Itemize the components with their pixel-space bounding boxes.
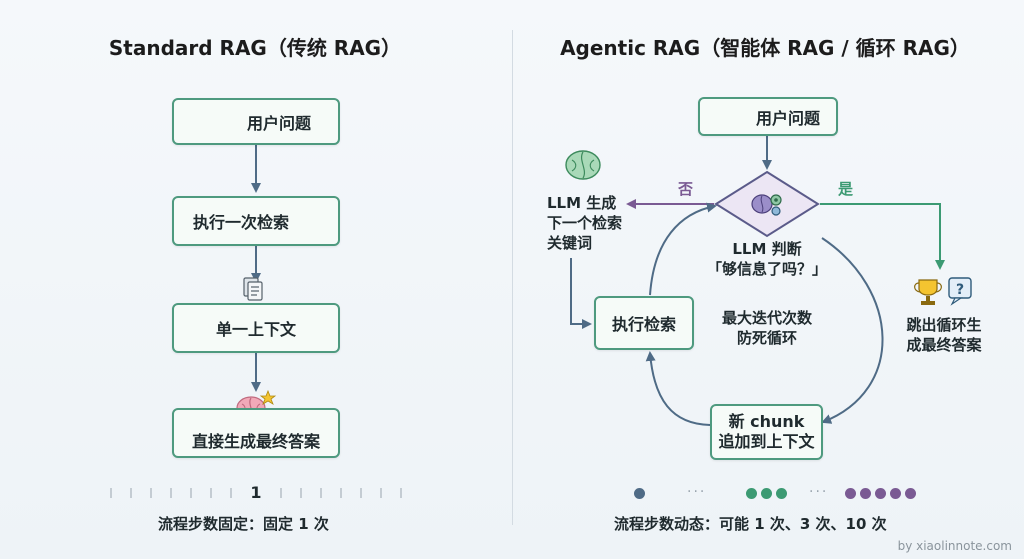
step-dot-2 [746, 488, 757, 499]
step-dot-9 [905, 488, 916, 499]
ellipsis-2: ··· [809, 484, 829, 500]
exit-line-2: 成最终答案 [906, 336, 982, 354]
step-dot-8 [890, 488, 901, 499]
step-dot-4 [776, 488, 787, 499]
left-user-question-label: 用户问题 [246, 113, 311, 133]
max-iterations-note: 最大迭代次数 防死循环 [707, 308, 827, 348]
step-dot-5 [845, 488, 856, 499]
step-dot-3 [761, 488, 772, 499]
brain-gear-icon [751, 194, 782, 216]
left-step-scale [110, 488, 402, 498]
chunk-line-1: 新 chunk [728, 412, 805, 431]
step-dot-7 [875, 488, 886, 499]
gen-line-1: LLM 生成 [547, 194, 617, 212]
left-step-count: 1 [250, 483, 262, 502]
loop-arc-judge-to-chunk [821, 237, 884, 424]
left-final-answer-box: 直接生成最终答案 [172, 408, 340, 458]
right-user-question-label: 用户问题 [755, 108, 820, 128]
watermark: by xiaolinnote.com [897, 539, 1012, 553]
left-retrieve-once-label: 执行一次检索 [192, 213, 289, 232]
chunk-line-2: 追加到上下文 [718, 432, 815, 451]
loop-arc-retrieve-to-judge [649, 202, 717, 296]
yes-arrow [820, 203, 945, 270]
loop-arc-chunk-to-retrieve [645, 351, 711, 426]
left-single-context-label: 单一上下文 [215, 320, 296, 339]
step-dot-6 [860, 488, 871, 499]
left-footer: 流程步数固定：固定 1 次 [158, 515, 329, 533]
left-single-context-box: 单一上下文 [172, 303, 340, 353]
right-footer: 流程步数动态：可能 1 次、3 次、10 次 [614, 515, 887, 533]
ellipsis-1: ··· [687, 484, 707, 500]
left-retrieve-once-box: 执行一次检索 [172, 196, 340, 246]
document-icon [243, 277, 263, 301]
svg-text:?: ? [956, 282, 964, 298]
step-dot-1 [634, 488, 645, 499]
judge-line-2: 「够信息了吗？」 [706, 260, 827, 278]
gen-to-retrieve-arrow [570, 258, 592, 329]
exit-loop-label: 跳出循环生 成最终答案 [892, 315, 996, 355]
max-line-2: 防死循环 [736, 329, 797, 347]
left-title: Standard RAG（传统 RAG） [108, 36, 402, 60]
exit-line-1: 跳出循环生 [906, 316, 982, 334]
gen-keywords-label: LLM 生成 下一个检索 关键词 [520, 193, 640, 253]
yes-label: 是 [838, 180, 854, 198]
left-user-question-box: 用户问题 [172, 98, 340, 145]
left-final-answer-label: 直接生成最终答案 [191, 432, 320, 451]
no-label: 否 [678, 180, 694, 198]
new-chunk-box: 新 chunk 追加到上下文 [710, 404, 823, 460]
gen-line-2: 下一个检索 [547, 214, 623, 232]
trophy-icon [914, 279, 942, 305]
judge-line-1: LLM 判断 [732, 240, 802, 258]
panel-divider [512, 30, 513, 525]
question-bubble-icon: ? [948, 277, 972, 306]
right-user-question-box: 用户问题 [698, 97, 838, 136]
retrieve-label: 执行检索 [611, 315, 676, 334]
judge-label: LLM 判断 「够信息了吗？」 [697, 239, 837, 279]
max-line-1: 最大迭代次数 [721, 309, 812, 327]
brain-icon-green [565, 150, 601, 180]
retrieve-box: 执行检索 [594, 296, 694, 350]
right-title: Agentic RAG（智能体 RAG / 循环 RAG） [560, 36, 970, 60]
gen-line-3: 关键词 [547, 234, 593, 252]
